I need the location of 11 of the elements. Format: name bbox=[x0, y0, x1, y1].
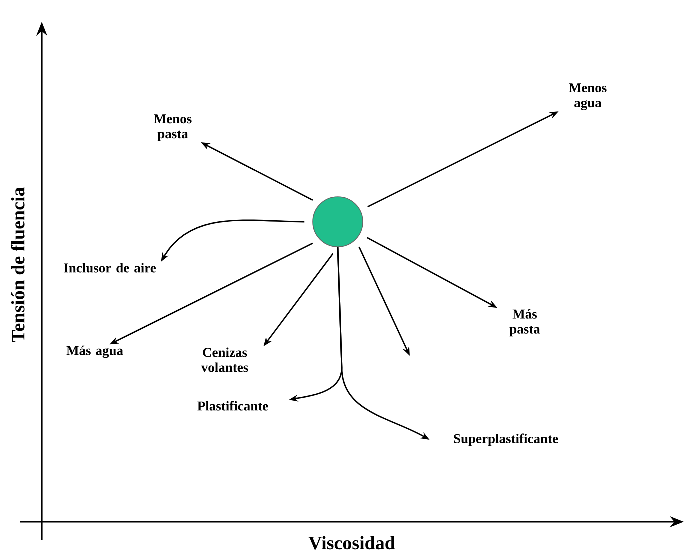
axis-title: Viscosidad bbox=[308, 536, 396, 550]
node-label: Cenizas volantes bbox=[201, 348, 248, 372]
circle-marker bbox=[312, 196, 364, 248]
node-label: Menos pasta bbox=[154, 114, 192, 142]
node-label: Más pasta bbox=[510, 309, 540, 337]
node-label: Superplastificante bbox=[454, 434, 558, 446]
node-label: Inclusor de aire bbox=[64, 263, 156, 273]
axis-title: Tensión de fluencia bbox=[11, 188, 25, 342]
node-label: Plastificante bbox=[198, 401, 268, 411]
node-label: Más agua bbox=[66, 346, 124, 358]
node-label: Menos agua bbox=[569, 84, 607, 110]
